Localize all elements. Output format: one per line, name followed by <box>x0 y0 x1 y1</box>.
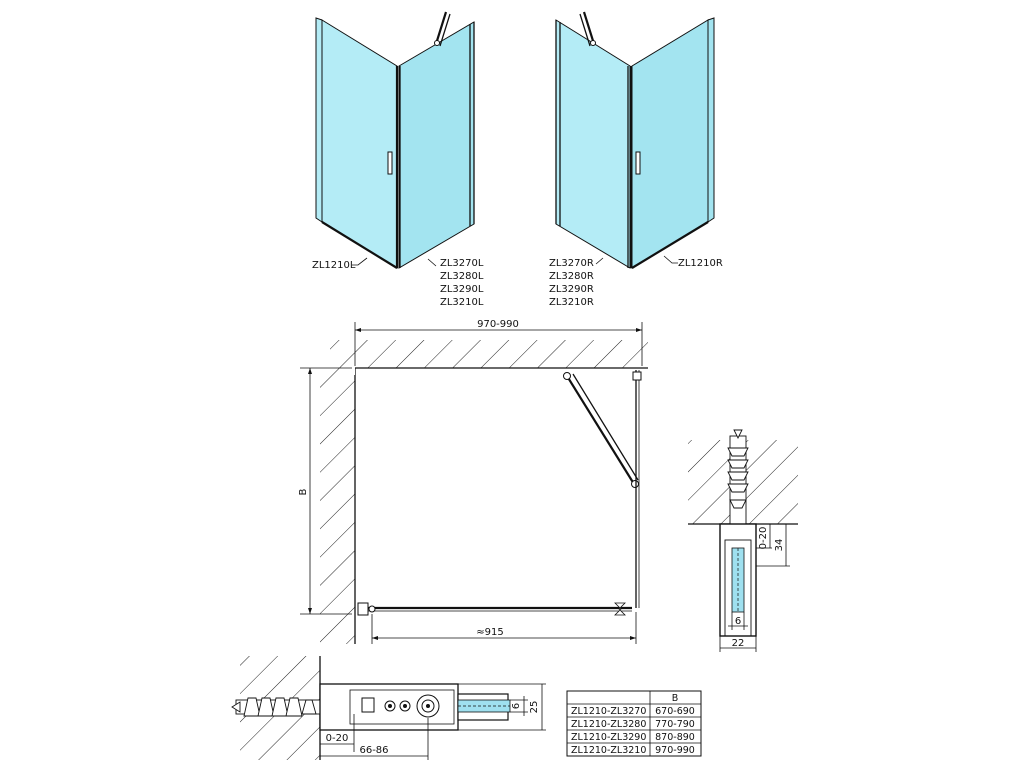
wall-glass-panel-right <box>631 19 709 269</box>
label-door-code-right-4: ZL3210R <box>549 297 594 308</box>
table-header-b: B <box>672 693 679 704</box>
profile-width-dimension: 22 <box>732 638 745 649</box>
label-door-code-right-2: ZL3280R <box>549 271 594 282</box>
table-cell-b: 970-990 <box>655 745 695 756</box>
door-handle-right <box>635 151 641 175</box>
door-handle-left <box>387 151 393 175</box>
label-door-code-right-1: ZL3270R <box>549 258 594 269</box>
label-door-code-left-3: ZL3290L <box>440 284 484 295</box>
label-door-code-left-4: ZL3210L <box>440 297 484 308</box>
profile-adjust-dimension: 0-20 <box>758 527 769 550</box>
wall-profile-left <box>315 17 323 223</box>
left-wall-hatch <box>320 368 355 644</box>
perspective-left-view: ZL1210L ZL3270L ZL3280L ZL3290L ZL3210L <box>312 11 484 308</box>
wall-glass-panel-left <box>321 19 398 269</box>
label-door-code-left-2: ZL3280L <box>440 271 484 282</box>
table-cell-model: ZL1210-ZL3280 <box>571 719 646 730</box>
table-cell-model: ZL1210-ZL3270 <box>571 706 646 717</box>
hinge-detail: 6 25 0-20 66-86 <box>231 656 546 760</box>
top-wall-hatch <box>330 340 648 368</box>
label-wall-panel-right: ZL1210R <box>678 258 723 269</box>
label-door-code-right-3: ZL3290R <box>549 284 594 295</box>
size-table: B ZL1210-ZL3270 670-690 ZL1210-ZL3280 77… <box>566 690 702 757</box>
profile-detail: 0-20 34 6 22 <box>688 429 798 652</box>
door-glass-panel-right <box>555 19 631 269</box>
label-wall-panel-left: ZL1210L <box>312 260 356 271</box>
table-cell-b: 670-690 <box>655 706 695 717</box>
dimension-panel: ≈915 <box>476 627 503 638</box>
dimension-depth: B <box>298 488 309 495</box>
table-cell-b: 870-890 <box>655 732 695 743</box>
profile-glass-dimension: 6 <box>735 616 741 627</box>
label-door-code-left-1: ZL3270L <box>440 258 484 269</box>
door-glass-panel-left <box>398 21 475 269</box>
plan-view: 970-990 B ≈915 <box>298 319 648 644</box>
hinge-length-dimension: 66-86 <box>359 745 388 756</box>
table-cell-b: 770-790 <box>655 719 695 730</box>
hinge-height-dimension: 25 <box>529 701 540 714</box>
table-cell-model: ZL1210-ZL3290 <box>571 732 646 743</box>
table-cell-model: ZL1210-ZL3210 <box>571 745 646 756</box>
wall-profile-right <box>707 17 715 223</box>
hinge-glass-dimension: 6 <box>511 703 522 709</box>
hinge-adjust-dimension: 0-20 <box>326 733 349 744</box>
dimension-width: 970-990 <box>477 319 519 330</box>
perspective-right-view: ZL3270R ZL3280R ZL3290R ZL3210R ZL1210R <box>549 11 723 308</box>
profile-depth-dimension: 34 <box>774 539 785 552</box>
